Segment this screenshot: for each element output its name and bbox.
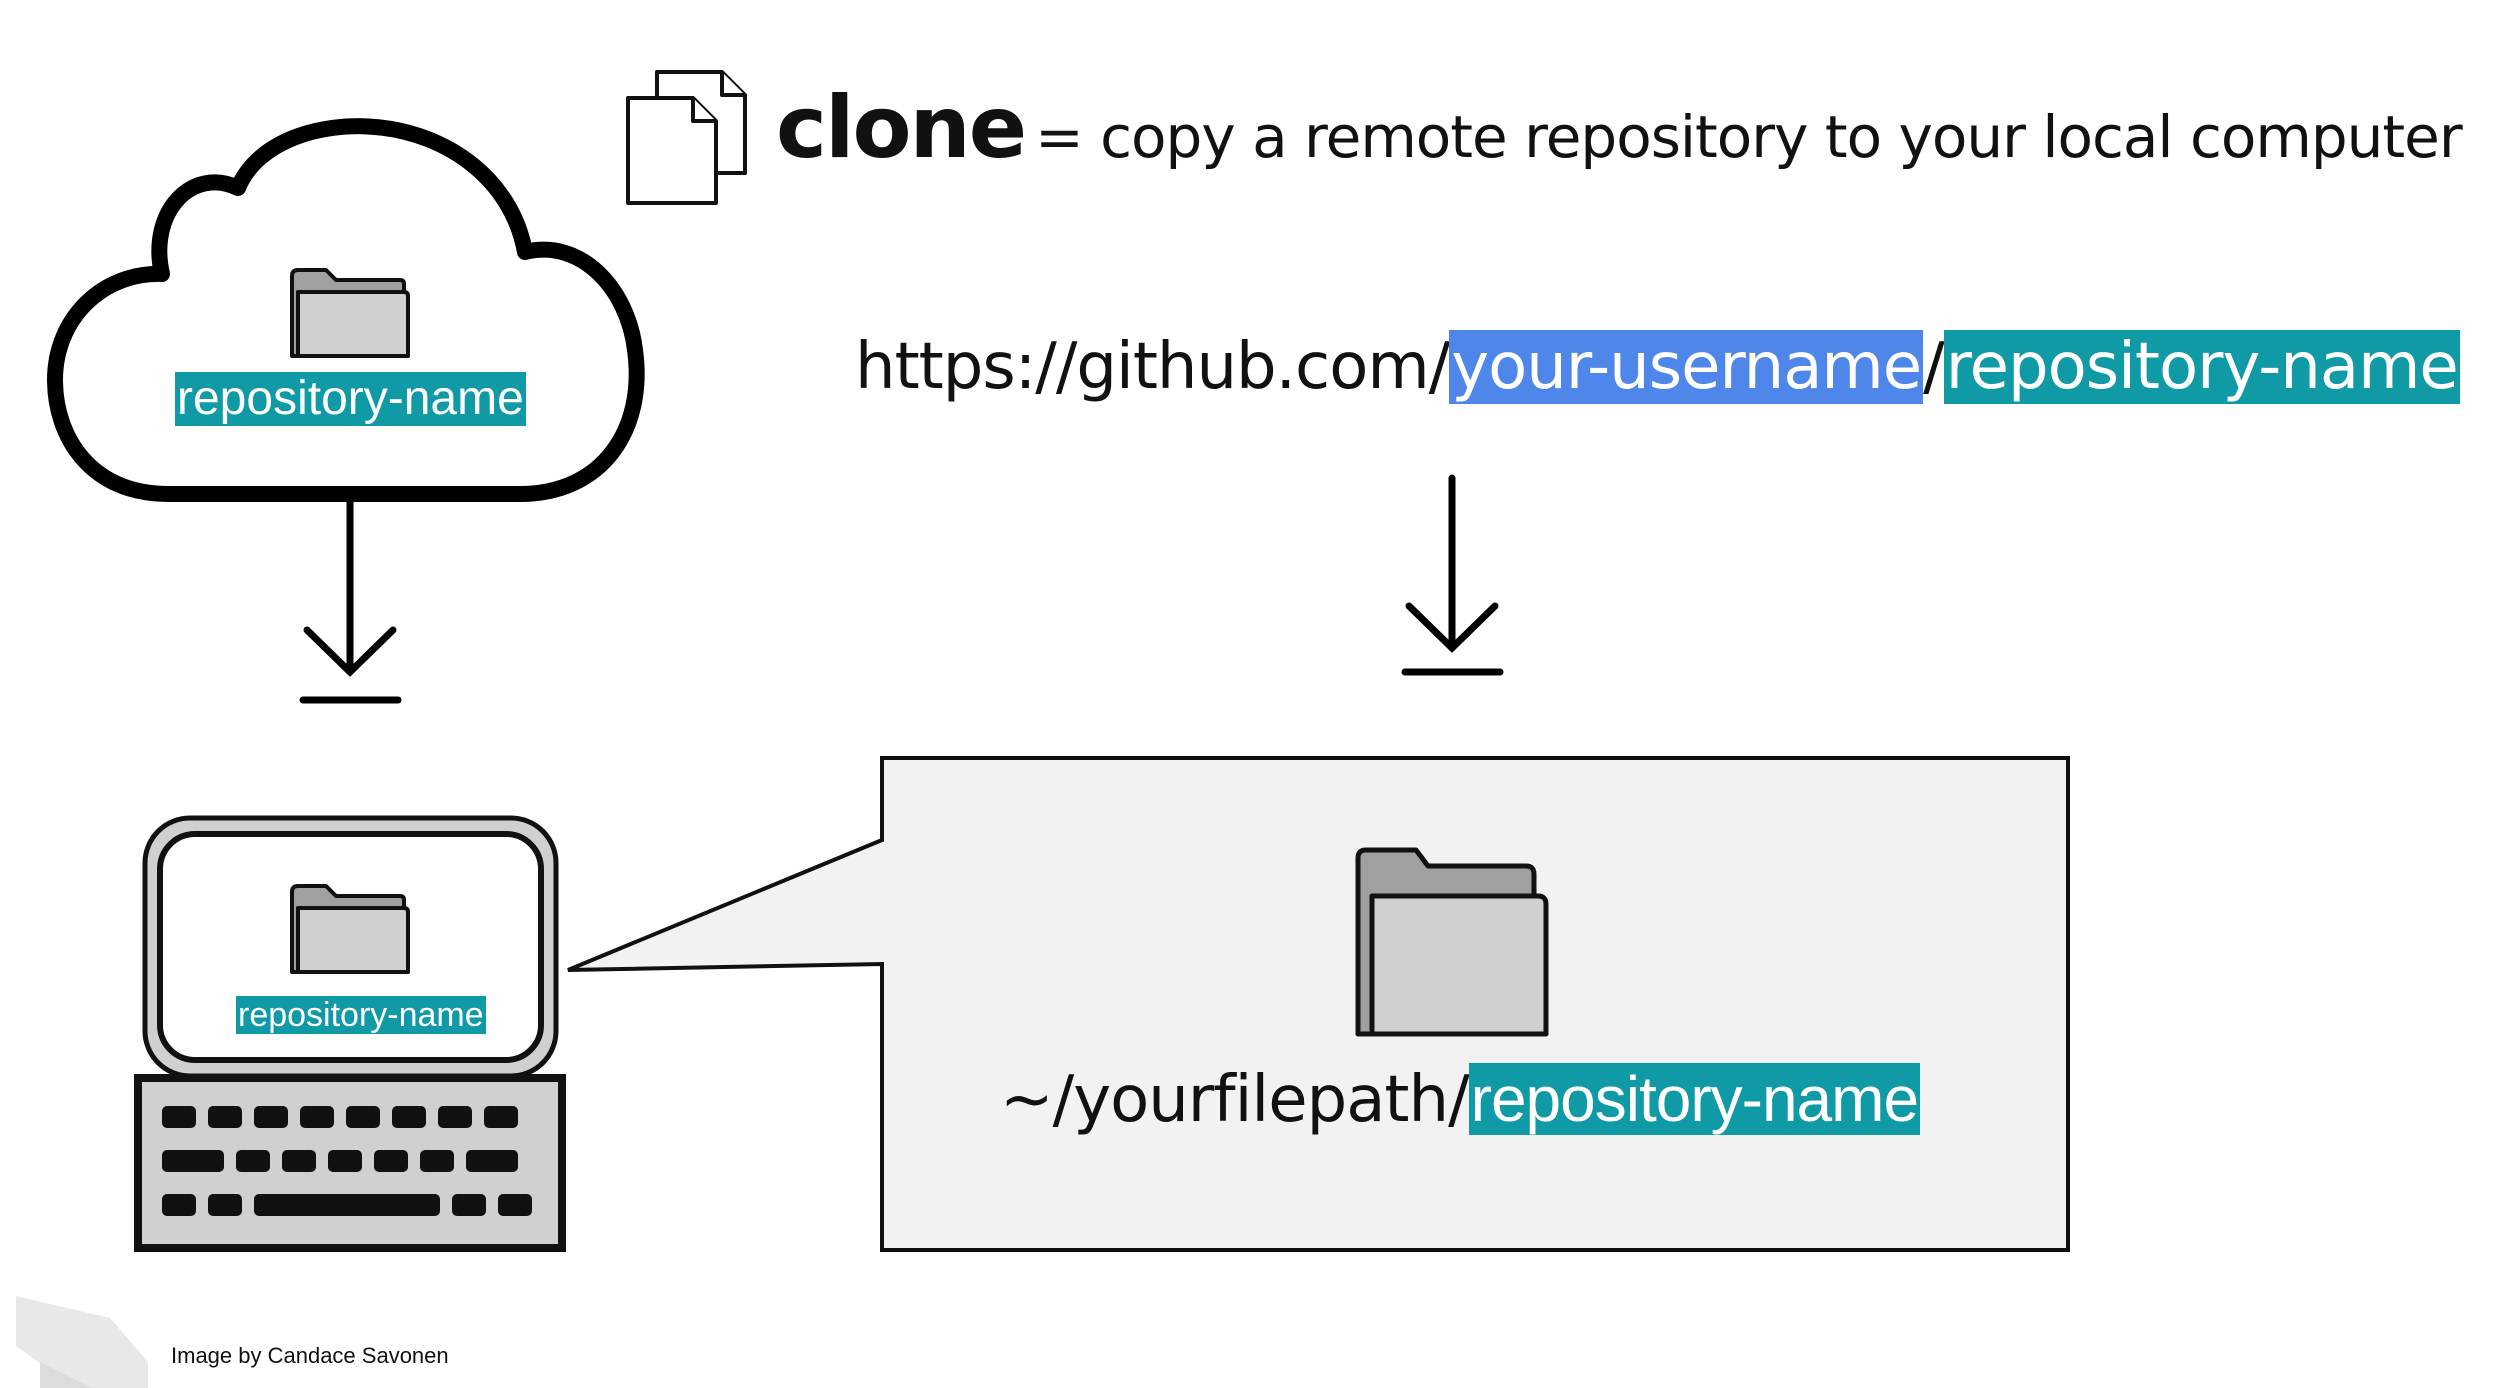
down-arrow-icon xyxy=(299,494,402,704)
folder-icon xyxy=(290,884,410,974)
keyboard-keys xyxy=(162,1106,532,1216)
image-credit: Image by Candace Savonen xyxy=(171,1343,449,1368)
copy-documents-icon xyxy=(626,70,747,205)
computer-repository-label: repository-name xyxy=(236,996,486,1035)
url-prefix: https://github.com/ xyxy=(855,330,1450,404)
path-prefix: ~/yourfilepath/ xyxy=(1000,1063,1470,1137)
logo-icon xyxy=(16,1296,148,1388)
repository-url: https://github.com/your-username/reposit… xyxy=(855,330,2460,404)
title-row: clone= copy a remote repository to your … xyxy=(776,78,2463,178)
folder-icon xyxy=(1355,847,1549,1037)
title-definition: = copy a remote repository to your local… xyxy=(1035,103,2463,171)
url-username: your-username xyxy=(1449,330,1924,404)
cloud-repository-label: repository-name xyxy=(175,372,526,426)
url-separator: / xyxy=(1923,330,1945,404)
path-repository: repository-name xyxy=(1468,1063,1921,1135)
url-repository: repository-name xyxy=(1943,330,2460,404)
local-path: ~/yourfilepath/repository-name xyxy=(1000,1063,1921,1137)
title-term: clone xyxy=(776,78,1027,178)
folder-icon xyxy=(290,268,410,358)
down-arrow-icon xyxy=(1401,474,1504,676)
speech-bubble xyxy=(567,756,2070,1252)
